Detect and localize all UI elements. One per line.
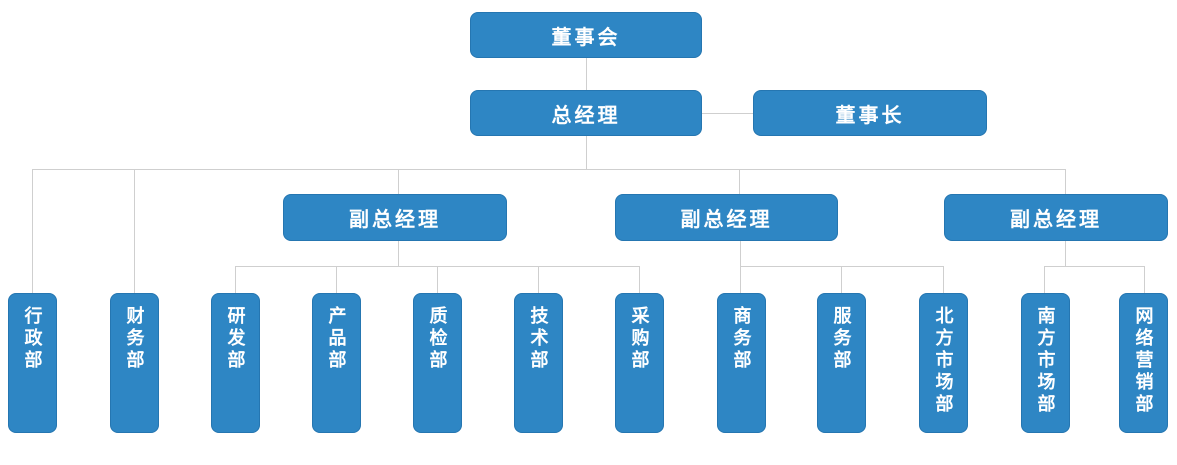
dept-service-label: 服务部: [831, 306, 852, 372]
dept-finance-label: 财务部: [124, 306, 145, 372]
dept-admin: 行政部: [8, 293, 57, 433]
dept-quality: 质检部: [413, 293, 462, 433]
org-node-vice-gm-2-label: 副总经理: [680, 209, 773, 231]
org-node-board: 董事会: [470, 12, 702, 58]
connector-rail-vgm2: [740, 266, 944, 267]
connector-drop-product: [336, 266, 337, 293]
connector-feed-vgm1: [398, 241, 399, 266]
dept-product: 产品部: [312, 293, 361, 433]
connector-drop-online-marketing: [1144, 266, 1145, 293]
connector-drop-procurement: [639, 266, 640, 293]
dept-research: 研发部: [211, 293, 260, 433]
dept-south-market-label: 南方市场部: [1035, 306, 1056, 416]
org-node-board-label: 董事会: [551, 26, 621, 49]
dept-research-label: 研发部: [225, 306, 246, 372]
dept-north-market-label: 北方市场部: [933, 306, 954, 416]
connector-drop-service: [841, 266, 842, 293]
connector-drop-admin: [32, 169, 33, 293]
org-node-chairman-label: 董事长: [835, 104, 905, 127]
dept-service: 服务部: [817, 293, 866, 433]
dept-technology-label: 技术部: [528, 306, 549, 372]
org-node-vice-gm-2: 副总经理: [615, 194, 838, 241]
dept-procurement-label: 采购部: [629, 306, 650, 372]
connector-board-to-gm: [586, 58, 587, 90]
connector-drop-vgm1: [398, 169, 399, 194]
dept-online-marketing: 网络营销部: [1119, 293, 1168, 433]
dept-product-label: 产品部: [326, 306, 347, 372]
connector-drop-technology: [538, 266, 539, 293]
org-node-vice-gm-1-label: 副总经理: [349, 209, 441, 231]
connector-feed-vgm2: [740, 241, 741, 293]
dept-quality-label: 质检部: [427, 306, 448, 372]
dept-north-market: 北方市场部: [919, 293, 968, 433]
org-node-vice-gm-1: 副总经理: [283, 194, 507, 241]
dept-finance: 财务部: [110, 293, 159, 433]
connector-feed-vgm3: [1065, 241, 1066, 266]
connector-drop-vgm3: [1065, 169, 1066, 194]
org-node-general-manager-label: 总经理: [551, 104, 621, 127]
connector-drop-south-market: [1044, 266, 1045, 293]
dept-south-market: 南方市场部: [1021, 293, 1070, 433]
org-node-chairman: 董事长: [753, 90, 987, 136]
dept-procurement: 采购部: [615, 293, 664, 433]
dept-business: 商务部: [717, 293, 766, 433]
connector-gm-to-rail: [586, 136, 587, 169]
connector-drop-north-market: [943, 266, 944, 293]
connector-drop-quality: [437, 266, 438, 293]
connector-rail-vgm3: [1044, 266, 1145, 267]
connector-drop-research: [235, 266, 236, 293]
dept-online-marketing-label: 网络营销部: [1133, 306, 1154, 416]
org-node-vice-gm-3: 副总经理: [944, 194, 1168, 241]
connector-drop-vgm2: [739, 169, 740, 194]
connector-main-rail: [32, 169, 1066, 170]
dept-business-label: 商务部: [731, 306, 752, 372]
org-node-general-manager: 总经理: [470, 90, 702, 136]
connector-gm-to-chairman: [702, 113, 753, 114]
connector-drop-finance: [134, 169, 135, 293]
org-node-vice-gm-3-label: 副总经理: [1010, 209, 1102, 231]
dept-admin-label: 行政部: [22, 306, 43, 372]
dept-technology: 技术部: [514, 293, 563, 433]
